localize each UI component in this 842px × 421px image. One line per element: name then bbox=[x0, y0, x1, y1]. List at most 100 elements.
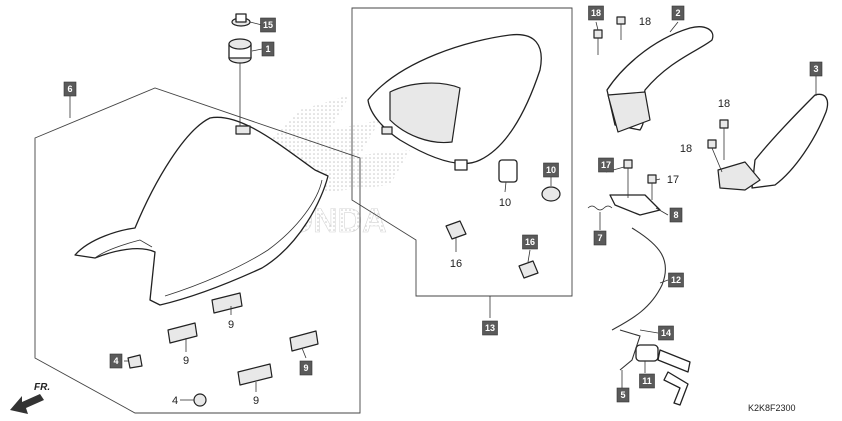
callout-3: 3 bbox=[809, 61, 823, 77]
front-direction-arrow: FR. bbox=[10, 382, 50, 414]
lock-rod-part[interactable] bbox=[619, 329, 641, 371]
callout-number: 10 bbox=[546, 165, 556, 175]
bolt-part[interactable] bbox=[593, 29, 603, 55]
callout-layer: 1516999944101016161318182318181717871214… bbox=[63, 5, 823, 407]
callout-number: 16 bbox=[525, 237, 535, 247]
leader-lines bbox=[69, 21, 817, 401]
callout-number: 10 bbox=[499, 197, 511, 209]
callout-number: 15 bbox=[263, 20, 273, 30]
callout-9: 9 bbox=[299, 360, 313, 376]
callout-18: 18 bbox=[718, 98, 730, 110]
callout-18: 18 bbox=[588, 5, 604, 21]
callout-number: 5 bbox=[620, 390, 625, 400]
pillion-rubber-part[interactable] bbox=[541, 186, 561, 202]
clip-part[interactable] bbox=[193, 393, 207, 407]
callout-17: 17 bbox=[667, 174, 679, 186]
callout-9: 9 bbox=[183, 355, 189, 367]
callout-number: 18 bbox=[639, 16, 651, 28]
clip-part[interactable] bbox=[127, 354, 143, 369]
callout-11: 11 bbox=[639, 373, 655, 389]
callout-box bbox=[598, 157, 614, 173]
seat-group-frame bbox=[34, 87, 361, 414]
callout-box bbox=[109, 353, 123, 369]
callout-box bbox=[299, 360, 313, 376]
bolt-part[interactable] bbox=[707, 139, 723, 173]
callout-9: 9 bbox=[253, 395, 259, 407]
callout-16: 16 bbox=[450, 258, 462, 270]
callout-box bbox=[669, 207, 683, 223]
callout-box bbox=[543, 162, 559, 178]
bolt-part[interactable] bbox=[719, 119, 729, 160]
pillion-clip-part[interactable] bbox=[445, 220, 467, 240]
callout-number: 11 bbox=[642, 376, 652, 386]
seat-lock-cable[interactable] bbox=[611, 227, 667, 331]
key-part[interactable] bbox=[663, 371, 689, 406]
callout-9: 9 bbox=[228, 319, 234, 331]
seat-rubber-part[interactable] bbox=[167, 322, 198, 344]
callout-4: 4 bbox=[172, 395, 178, 407]
spring-part[interactable] bbox=[587, 205, 613, 211]
callout-number: 9 bbox=[253, 395, 259, 407]
callout-box bbox=[671, 5, 685, 21]
callout-18: 18 bbox=[639, 16, 651, 28]
seat-rubber-part[interactable] bbox=[211, 292, 243, 314]
seat-lock-bracket[interactable] bbox=[609, 194, 661, 216]
callout-number: 9 bbox=[303, 363, 308, 373]
callout-box bbox=[261, 41, 275, 57]
bolt-part[interactable] bbox=[616, 16, 626, 40]
callout-number: 12 bbox=[671, 275, 681, 285]
callout-box bbox=[668, 272, 684, 288]
pillion-group-frame bbox=[351, 7, 573, 297]
callout-number: 17 bbox=[601, 160, 611, 170]
callout-number: 9 bbox=[183, 355, 189, 367]
grommet-part[interactable] bbox=[231, 13, 251, 27]
callout-13: 13 bbox=[482, 320, 498, 336]
callout-number: 14 bbox=[661, 328, 671, 338]
grab-rail-right[interactable] bbox=[717, 93, 829, 191]
bolt-part[interactable] bbox=[623, 159, 633, 198]
callout-2: 2 bbox=[671, 5, 685, 21]
callout-box bbox=[588, 5, 604, 21]
callout-box bbox=[809, 61, 823, 77]
figure-code: K2K8F2300 bbox=[748, 403, 796, 413]
front-label: FR. bbox=[34, 382, 50, 393]
callout-number: 13 bbox=[485, 323, 495, 333]
callout-15: 15 bbox=[260, 17, 276, 33]
callout-1: 1 bbox=[261, 41, 275, 57]
callout-box bbox=[639, 373, 655, 389]
callout-number: 18 bbox=[591, 8, 601, 18]
callout-number: 17 bbox=[667, 174, 679, 186]
pillion-rubber-part[interactable] bbox=[498, 159, 518, 183]
callout-number: 1 bbox=[265, 44, 270, 54]
callout-number: 4 bbox=[172, 395, 178, 407]
callout-number: 18 bbox=[680, 143, 692, 155]
callout-number: 16 bbox=[450, 258, 462, 270]
callout-17: 17 bbox=[598, 157, 614, 173]
callout-14: 14 bbox=[658, 325, 674, 341]
callout-18: 18 bbox=[680, 143, 692, 155]
pillion-clip-part[interactable] bbox=[518, 260, 539, 279]
key-cylinder[interactable] bbox=[635, 344, 659, 362]
callout-box bbox=[616, 387, 630, 403]
callout-5: 5 bbox=[616, 387, 630, 403]
rubber-cushion-part[interactable] bbox=[228, 38, 252, 64]
callout-box bbox=[260, 17, 276, 33]
callout-number: 6 bbox=[67, 84, 72, 94]
bolt-part[interactable] bbox=[647, 174, 657, 200]
seat-rubber-part[interactable] bbox=[289, 330, 319, 352]
callout-12: 12 bbox=[668, 272, 684, 288]
callout-6: 6 bbox=[63, 81, 77, 97]
callout-number: 7 bbox=[597, 233, 602, 243]
callout-8: 8 bbox=[669, 207, 683, 223]
callout-number: 8 bbox=[673, 210, 678, 220]
callout-7: 7 bbox=[593, 230, 607, 246]
key-part[interactable] bbox=[657, 349, 691, 373]
rider-seat[interactable] bbox=[74, 116, 329, 306]
seat-rubber-part[interactable] bbox=[237, 363, 273, 386]
callout-10: 10 bbox=[543, 162, 559, 178]
callout-box bbox=[522, 234, 538, 250]
grab-rail-left[interactable] bbox=[606, 26, 714, 133]
callout-16: 16 bbox=[522, 234, 538, 250]
pillion-seat[interactable] bbox=[367, 33, 542, 171]
